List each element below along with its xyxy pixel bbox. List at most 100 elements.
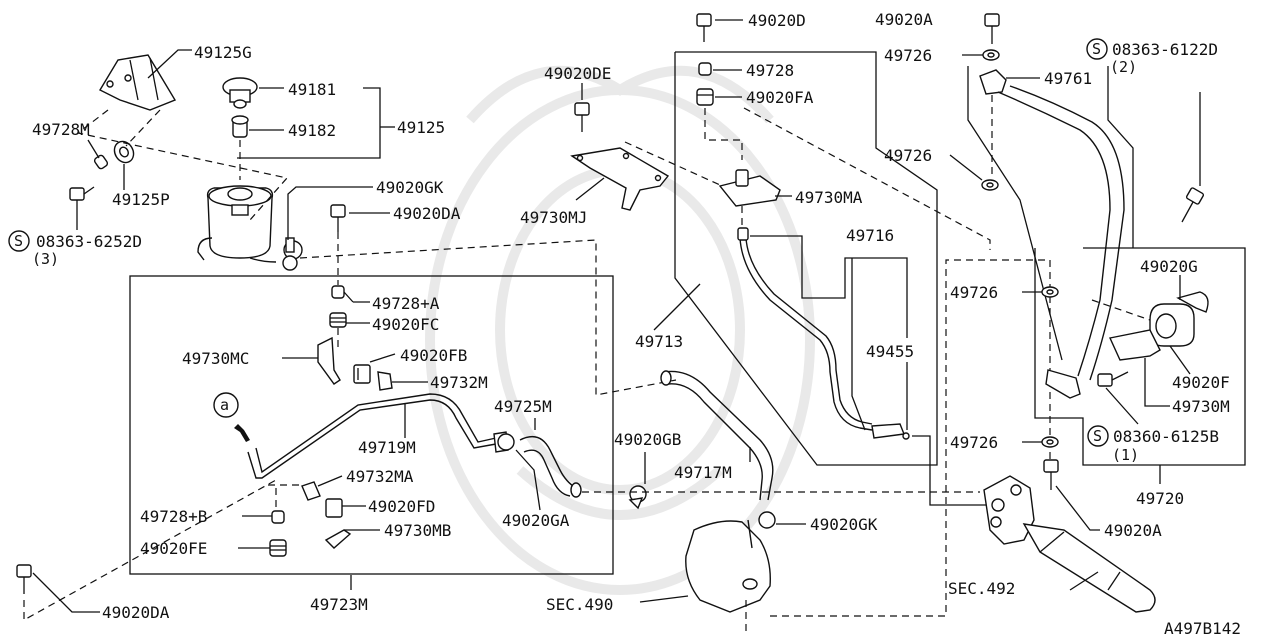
gear-sec492 bbox=[983, 475, 1156, 613]
bolt-08360-6125B bbox=[1097, 371, 1129, 387]
label-49020FD: 49020FD bbox=[368, 497, 435, 516]
label-49730M: 49730M bbox=[1172, 397, 1230, 416]
label-49125: 49125 bbox=[397, 118, 445, 137]
reservoir-bracket bbox=[99, 54, 177, 111]
bolt-08363-6122D bbox=[1181, 187, 1205, 223]
label-qty-2: (2) bbox=[1110, 58, 1137, 76]
leader-49716-c bbox=[880, 257, 908, 338]
leader-49732MA bbox=[317, 475, 343, 487]
label-49726-d: 49726 bbox=[950, 433, 998, 452]
label-49182: 49182 bbox=[288, 121, 336, 140]
reservoir-cap bbox=[222, 77, 258, 109]
label-49020GA: 49020GA bbox=[502, 511, 570, 530]
label-qty-1: (1) bbox=[1112, 446, 1139, 464]
label-49720: 49720 bbox=[1136, 489, 1184, 508]
label-49728M: 49728M bbox=[32, 120, 90, 139]
leader-49713 bbox=[653, 283, 701, 331]
dash-49020DA-bottom bbox=[23, 479, 277, 622]
label-49728A: 49728+A bbox=[372, 294, 440, 313]
marker-a-letter: a bbox=[220, 396, 229, 414]
label-49713: 49713 bbox=[635, 332, 683, 351]
block-49020FD bbox=[325, 498, 343, 518]
hose-49720-outline bbox=[967, 66, 1063, 361]
label-sec490: SEC.490 bbox=[546, 595, 613, 614]
label-49732M: 49732M bbox=[430, 373, 488, 392]
bracket-49730MB bbox=[324, 529, 352, 549]
label-49725M: 49725M bbox=[494, 397, 552, 416]
leader-49730MJ bbox=[575, 177, 605, 201]
bracket-49730MA bbox=[718, 169, 781, 207]
dash-bracket-2 bbox=[125, 109, 161, 147]
clamp-49020GK-top bbox=[282, 237, 303, 271]
clip-49728B bbox=[271, 510, 285, 524]
reservoir-screw-49728M bbox=[93, 154, 109, 170]
svg-text:S: S bbox=[14, 232, 23, 250]
leader-49020FB bbox=[369, 353, 396, 363]
leader-49455-to-valve bbox=[912, 435, 990, 506]
dash-49730MJ bbox=[624, 141, 721, 186]
label-49020DA-top: 49020DA bbox=[393, 204, 461, 223]
leader-sec490 bbox=[639, 595, 689, 603]
label-49761: 49761 bbox=[1044, 69, 1092, 88]
label-sec492: SEC.492 bbox=[948, 579, 1015, 598]
dash-bracket bbox=[76, 109, 289, 221]
clip-49728 bbox=[698, 62, 712, 76]
tube-49719M bbox=[247, 393, 509, 479]
label-49020FB: 49020FB bbox=[400, 346, 467, 365]
leader-49020F bbox=[1169, 345, 1191, 375]
label-49020D: 49020D bbox=[748, 11, 806, 30]
label-49730MJ: 49730MJ bbox=[520, 208, 587, 227]
dash-return bbox=[299, 239, 677, 396]
diagram-id: A497B142 bbox=[1164, 619, 1241, 638]
label-49020GK-top: 49020GK bbox=[376, 178, 444, 197]
dash-49020FA bbox=[704, 108, 743, 160]
clip-49732MA bbox=[301, 481, 321, 501]
s-mark-08363-6122D: S bbox=[1086, 38, 1108, 60]
label-49726-c: 49726 bbox=[950, 283, 998, 302]
bracket-49730MJ bbox=[570, 147, 670, 211]
dash-upper bbox=[743, 107, 991, 250]
leader-49730M bbox=[1144, 358, 1170, 407]
leader-box-49720 bbox=[1107, 66, 1134, 248]
bolt-49020A-top bbox=[984, 13, 1000, 44]
clamp-49020GB bbox=[628, 485, 647, 510]
leader-49728A bbox=[343, 291, 354, 303]
label-49020GB: 49020GB bbox=[614, 430, 681, 449]
washer-49726-d bbox=[1041, 436, 1059, 448]
clip-49732M bbox=[377, 371, 393, 391]
dash-pump-line bbox=[770, 259, 1051, 617]
grommet-49020FA bbox=[696, 88, 714, 106]
label-49020A-bottom: 49020A bbox=[1104, 521, 1162, 540]
leader-49716-a bbox=[750, 235, 880, 299]
label-49719M: 49719M bbox=[358, 438, 416, 457]
reservoir-tank bbox=[197, 185, 277, 263]
label-49020FA: 49020FA bbox=[746, 88, 814, 107]
label-49732MA: 49732MA bbox=[346, 467, 414, 486]
label-49181: 49181 bbox=[288, 80, 336, 99]
leader-49726-b bbox=[949, 154, 983, 181]
label-49020F: 49020F bbox=[1172, 373, 1230, 392]
bolt-49020D bbox=[696, 13, 712, 42]
label-49125P: 49125P bbox=[112, 190, 170, 209]
s-mark-08363-6252D: S bbox=[8, 230, 30, 252]
label-qty-3: (3) bbox=[32, 250, 59, 268]
label-49730MB: 49730MB bbox=[384, 521, 451, 540]
label-49730MC: 49730MC bbox=[182, 349, 249, 368]
leader-49020GA bbox=[515, 449, 541, 511]
reservoir-filter bbox=[231, 115, 249, 138]
label-08360-6125B: 08360-6125B bbox=[1113, 427, 1219, 446]
bolt-49020DA-top bbox=[330, 204, 346, 232]
pipe-49716 bbox=[737, 227, 910, 440]
box-49713 bbox=[674, 51, 938, 466]
label-49020A-top: 49020A bbox=[875, 10, 933, 29]
svg-text:S: S bbox=[1092, 40, 1101, 58]
leader-49020GK-top bbox=[287, 186, 373, 240]
grommet-49020FC bbox=[329, 312, 347, 328]
leader-49020DA-bottom bbox=[32, 572, 100, 613]
label-49723M: 49723M bbox=[310, 595, 368, 614]
box-49720 bbox=[1034, 247, 1246, 466]
label-49728B: 49728+B bbox=[140, 507, 207, 526]
box-49723M bbox=[129, 275, 614, 575]
reservoir-grommet-49125P bbox=[113, 140, 135, 164]
